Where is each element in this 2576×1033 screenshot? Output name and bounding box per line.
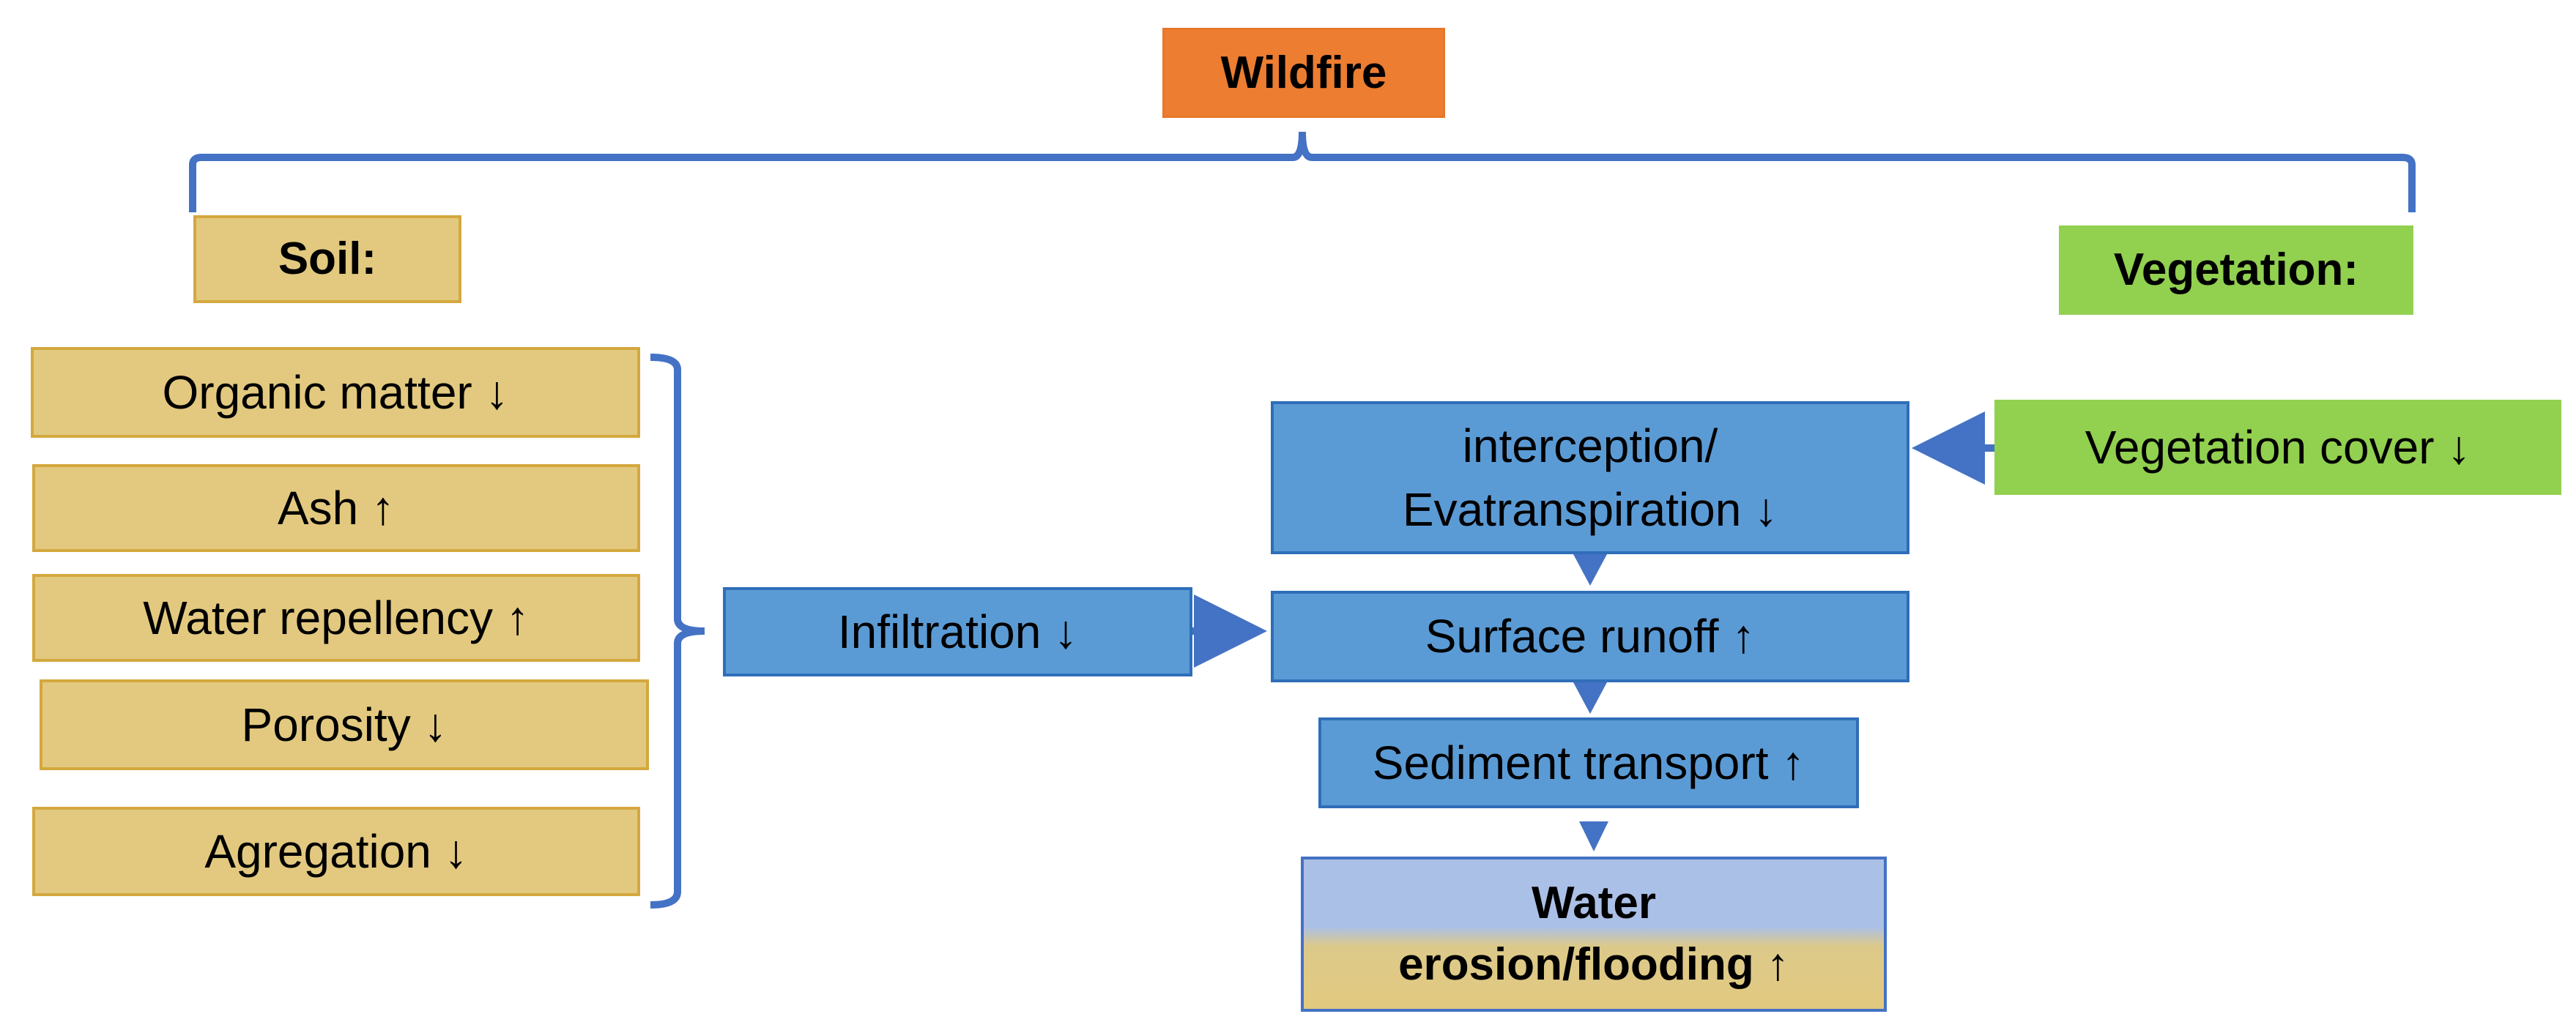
soil-brace	[650, 354, 705, 909]
soil-heading-box: Soil:	[193, 215, 461, 303]
water-erosion-flooding-box: Water erosion/flooding ↑	[1301, 857, 1887, 1012]
vegetation-heading-box: Vegetation:	[2059, 225, 2413, 315]
arrow-sediment-outcome	[1579, 821, 1608, 851]
interception-box: interception/ Evatranspiration ↓	[1271, 401, 1909, 554]
arrow-runoff-sediment	[1573, 682, 1607, 714]
soil-factor-porosity: Porosity ↓	[40, 679, 649, 770]
soil-heading: Soil:	[278, 234, 377, 285]
surface-runoff-box: Surface runoff ↑	[1271, 591, 1909, 682]
wildfire-label: Wildfire	[1220, 47, 1387, 98]
infiltration-box: Infiltration ↓	[723, 587, 1192, 676]
soil-factor-water-repellency: Water repellency ↑	[32, 574, 640, 662]
soil-factor-ash: Ash ↑	[32, 464, 640, 552]
sediment-transport-box: Sediment transport ↑	[1318, 717, 1859, 808]
vegetation-heading: Vegetation:	[2113, 245, 2359, 296]
top-brace	[189, 131, 2416, 212]
soil-factor-agregation: Agregation ↓	[32, 807, 640, 896]
arrow-interception-runoff	[1573, 554, 1607, 586]
wildfire-box: Wildfire	[1162, 28, 1445, 118]
soil-factor-organic-matter: Organic matter ↓	[31, 347, 640, 438]
vegetation-cover-box: Vegetation cover ↓	[1994, 400, 2561, 495]
